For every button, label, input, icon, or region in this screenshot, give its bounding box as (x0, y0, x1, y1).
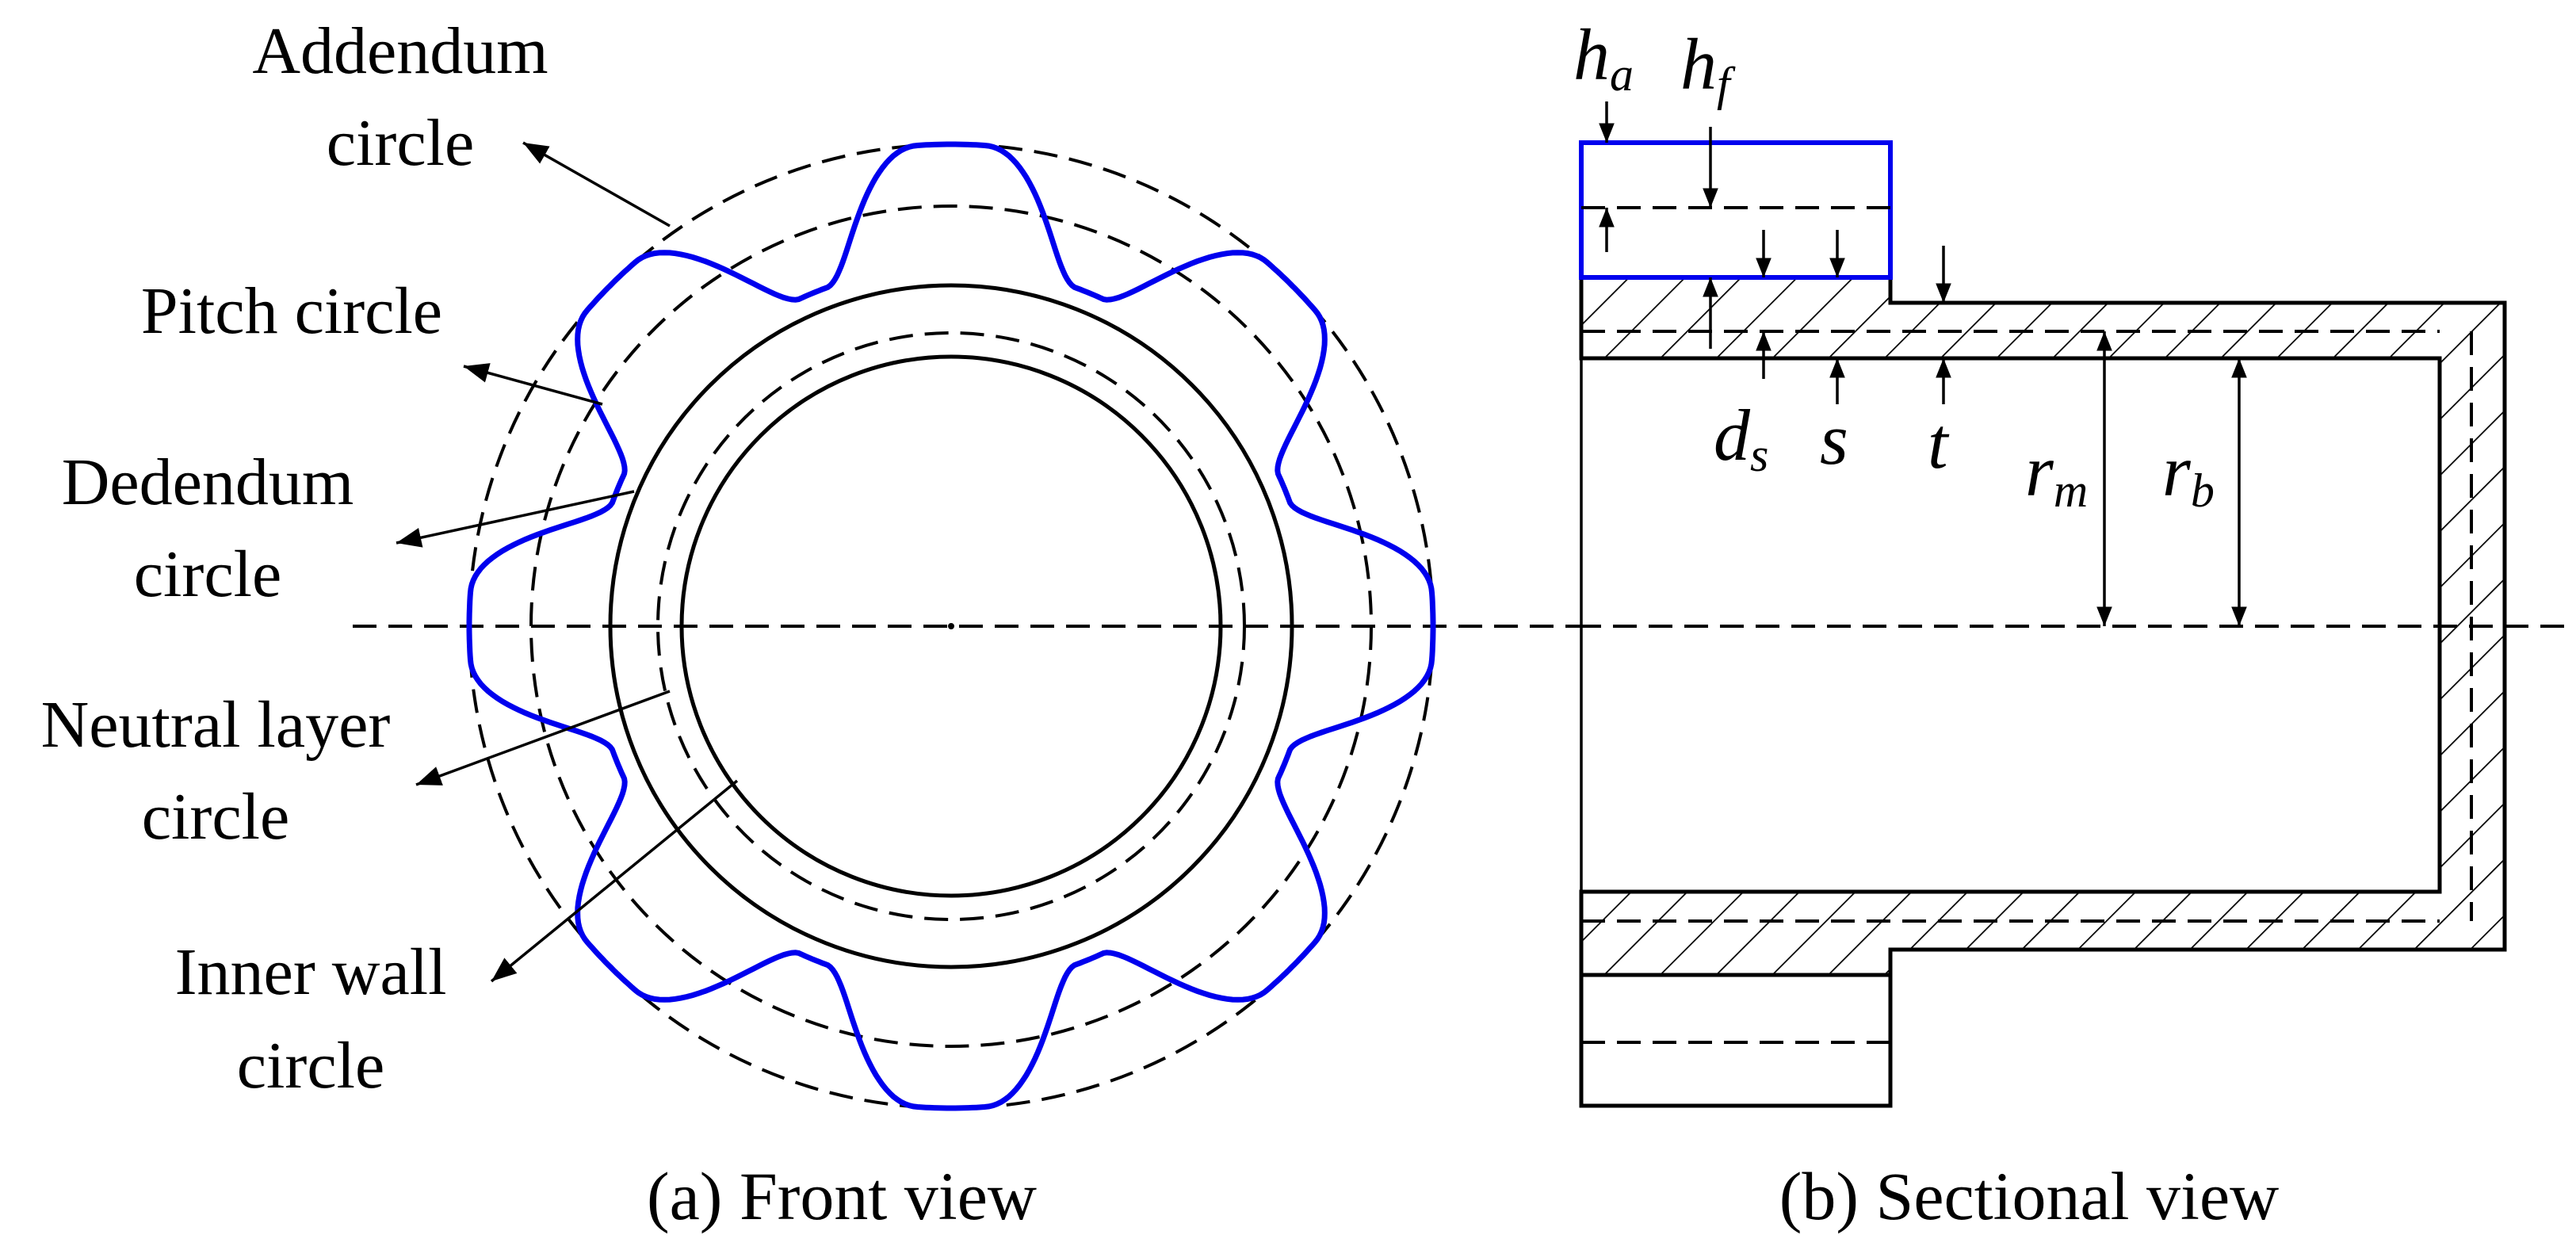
neutral-label-2: circle (142, 780, 290, 854)
inner-wall-label-2: circle (237, 1029, 385, 1103)
center-dot (948, 623, 954, 629)
front-view-caption: (a) Front view (647, 1158, 1037, 1234)
symbol-t: t (1928, 403, 1950, 484)
gear-tooth-profile (466, 141, 1436, 1111)
bottom-tooth (1579, 973, 1893, 1108)
front-view: Addendum circle Pitch circle Dedendum ci… (41, 14, 1577, 1234)
leader-addendum (522, 141, 671, 227)
symbol-rm: rm (2025, 430, 2088, 517)
dedendum-circle (608, 283, 1294, 969)
leader-inner-wall (490, 779, 739, 983)
neutral-label-1: Neutral layer (41, 688, 391, 762)
inner-wall-label-1: Inner wall (175, 935, 447, 1009)
top-tooth (1579, 140, 1893, 280)
dedendum-label-2: circle (134, 537, 282, 611)
dedendum-label-1: Dedendum (62, 445, 354, 519)
symbol-s: s (1820, 399, 1848, 480)
pitch-label: Pitch circle (141, 274, 442, 348)
symbol-ds: ds (1714, 395, 1768, 481)
neutral-layer-circle (656, 331, 1246, 921)
leader-dedendum (396, 490, 635, 548)
leader-neutral (415, 690, 671, 786)
addendum-label-2: circle (327, 106, 475, 180)
symbol-rb: rb (2162, 430, 2215, 517)
inner-wall-circle (679, 354, 1223, 898)
pitch-circle (529, 205, 1373, 1048)
addendum-label-1: Addendum (252, 14, 548, 88)
leader-pitch (463, 363, 603, 406)
symbol-hf: hf (1680, 24, 1736, 110)
sectional-view: ha hf ds s t rm rb (b) Sectional view (1573, 14, 2568, 1234)
sectional-view-caption: (b) Sectional view (1779, 1158, 2279, 1234)
symbol-ha: ha (1573, 14, 1634, 101)
